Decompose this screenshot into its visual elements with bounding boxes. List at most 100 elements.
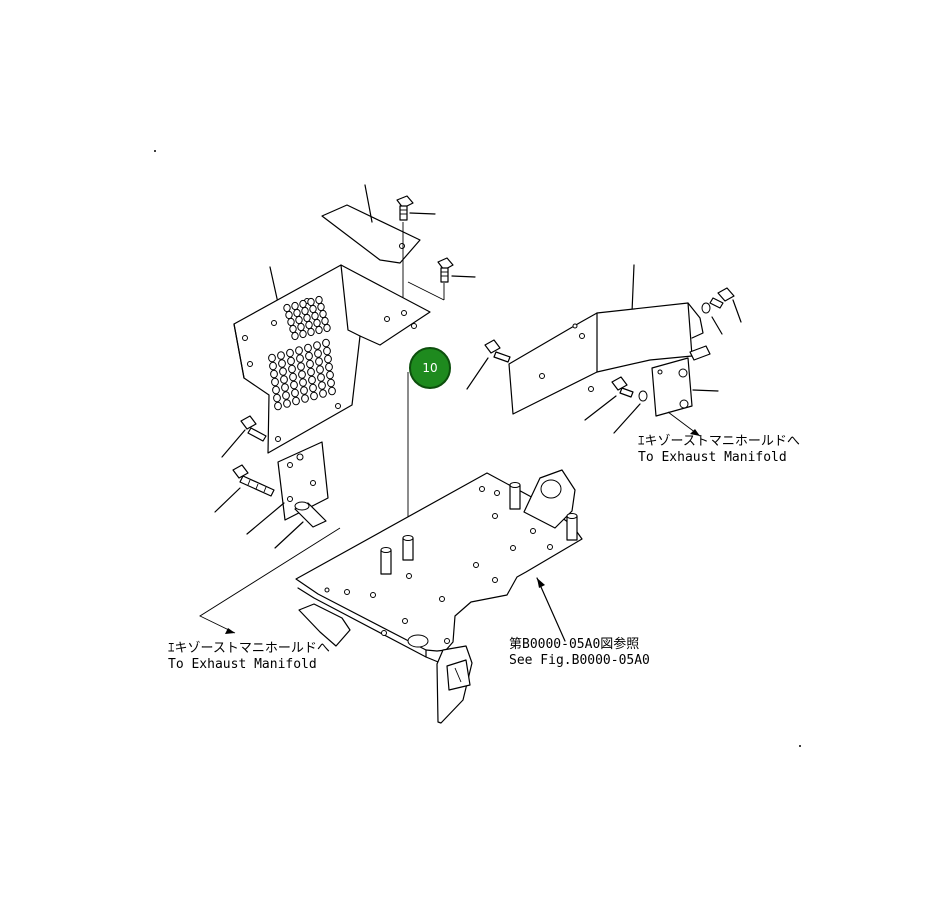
perforation-hole: [289, 324, 297, 334]
perforated-heat-shield: [233, 264, 431, 454]
perforation-hole: [298, 370, 306, 379]
perforation-hole: [269, 361, 277, 371]
perforation-hole: [299, 378, 307, 387]
perforation-hole: [274, 401, 282, 411]
perforation-hole: [295, 346, 303, 355]
perforation-hole: [299, 299, 307, 309]
perforation-hole: [318, 381, 326, 390]
perforation-hole: [317, 373, 325, 382]
perforation-hole: [301, 306, 309, 316]
perforation-hole: [304, 343, 312, 353]
leader-left-note: [199, 527, 341, 634]
bolt-top-2: [407, 257, 476, 301]
perforation-hole: [307, 327, 315, 337]
perforation-hole: [292, 396, 300, 406]
perforation-hole: [327, 378, 335, 388]
perforation-hole: [311, 311, 319, 321]
perforation-hole: [316, 365, 324, 374]
perforation-hole: [295, 315, 303, 325]
perforation-hole: [281, 383, 289, 392]
perforation-hole: [278, 359, 286, 368]
bolt-right-top: [701, 287, 742, 335]
perforation-hole: [322, 338, 330, 348]
perforation-hole: [271, 377, 279, 387]
perforation-hole: [285, 310, 293, 320]
perforation-hole: [323, 323, 331, 333]
bolt-right-2: [584, 376, 634, 421]
perforation-hole: [325, 362, 333, 372]
perforation-hole: [273, 393, 281, 403]
perforation-hole: [283, 399, 291, 408]
perforation-hole: [297, 362, 305, 371]
perforation-hole: [315, 325, 323, 335]
bolt-right-1: [466, 339, 511, 390]
mounting-bracket-right: [651, 357, 719, 417]
perforation-hole: [317, 302, 325, 312]
perforation-hole: [303, 313, 311, 323]
perforation-hole: [313, 341, 321, 350]
perforation-hole: [272, 385, 280, 395]
perforation-hole: [283, 303, 291, 313]
bolt-left-2: [214, 464, 275, 513]
note-exhaust-right-en: To Exhaust Manifold: [638, 450, 787, 465]
note-figure-ref-jp: 第B0000-05A0図参照: [509, 637, 640, 652]
bolt-top-1: [396, 195, 436, 300]
perforation-hole: [287, 317, 295, 327]
stray-dot: [154, 150, 156, 152]
perforation-hole: [282, 391, 290, 400]
perforation-hole: [279, 367, 287, 376]
perforation-hole: [319, 389, 327, 398]
perforation-hole: [301, 394, 309, 403]
spacer-left: [274, 501, 327, 549]
perforation-hole: [328, 386, 336, 396]
mounting-bracket-left: [246, 441, 329, 535]
perforation-hole: [293, 308, 301, 318]
note-figure-ref-en: See Fig.B0000-05A0: [509, 653, 650, 668]
perforation-hole: [310, 391, 318, 401]
note-exhaust-left-jp: ｴキゾーストマニホールドへ: [168, 641, 330, 656]
perforation-hole: [286, 348, 294, 358]
callout-number-badge[interactable]: 10: [409, 347, 451, 389]
perforation-pattern: [268, 295, 336, 411]
perforation-hole: [319, 309, 327, 319]
perforation-hole: [288, 364, 296, 374]
perforation-hole: [315, 295, 323, 305]
perforation-hole: [309, 383, 317, 393]
right-heat-shield: [508, 264, 711, 415]
perforation-hole: [297, 322, 305, 332]
perforation-hole: [280, 375, 288, 384]
perforation-hole: [308, 375, 316, 385]
perforation-hole: [290, 380, 298, 390]
note-exhaust-left-en: To Exhaust Manifold: [168, 657, 317, 672]
perforation-hole: [287, 356, 295, 366]
perforation-hole: [324, 354, 332, 364]
perforation-hole: [296, 354, 304, 363]
stray-dot: [799, 745, 801, 747]
perforation-hole: [291, 388, 299, 398]
perforation-hole: [300, 386, 308, 395]
perforation-hole: [268, 353, 276, 363]
perforation-hole: [309, 304, 317, 314]
perforation-hole: [277, 351, 285, 360]
perforation-hole: [289, 372, 297, 382]
perforation-hole: [315, 357, 323, 366]
perforation-hole: [305, 351, 313, 361]
washer-right: [613, 390, 648, 434]
perforation-hole: [321, 316, 329, 326]
perforation-hole: [291, 301, 299, 311]
perforation-hole: [307, 367, 315, 377]
perforation-hole: [299, 329, 307, 339]
perforation-hole: [306, 359, 314, 369]
perforation-hole: [313, 318, 321, 328]
perforation-hole: [326, 370, 334, 380]
bolt-left-1: [221, 415, 267, 458]
perforation-hole: [307, 297, 315, 307]
perforation-hole: [305, 320, 313, 330]
perforation-hole: [323, 346, 331, 356]
perforation-hole: [270, 369, 278, 379]
leader-ref-note: [536, 577, 566, 642]
perforation-hole: [314, 349, 322, 358]
base-mounting-plate: [295, 469, 583, 724]
